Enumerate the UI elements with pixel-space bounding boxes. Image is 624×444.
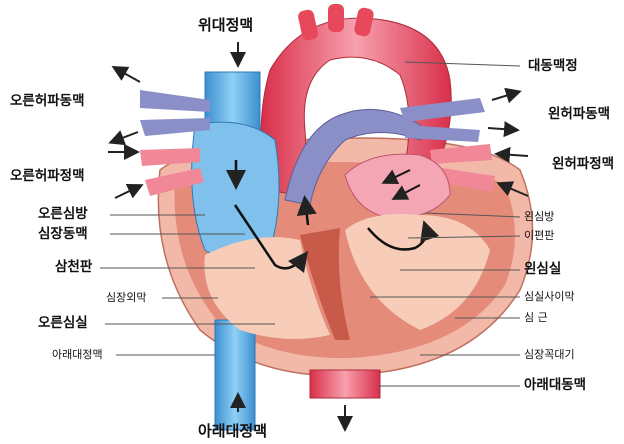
rpa-out-arrow-1 — [115, 68, 140, 82]
label-mitral-valve: 이편판 — [524, 230, 554, 241]
label-right-pulmonary-vein: 오른허파정맥 — [10, 170, 85, 184]
lpv-in-arrow-1 — [498, 154, 528, 156]
label-myocardium: 심 근 — [524, 312, 548, 323]
label-septum: 심실사이막 — [524, 291, 575, 302]
label-coronary-artery: 심장동맥 — [38, 228, 88, 242]
label-aorta-arch: 대동맥정 — [528, 60, 578, 74]
label-left-ventricle: 왼심실 — [524, 263, 561, 277]
right-pulm-artery-l — [140, 90, 210, 112]
inferior-vena-cava — [215, 320, 255, 430]
aorta-branch-2 — [328, 4, 344, 32]
lpa-out-arrow-1 — [492, 92, 518, 100]
label-left-pulmonary-artery: 왼허파동맥 — [548, 108, 610, 122]
label-left-atrium: 왼심방 — [524, 211, 554, 222]
descending-aorta — [310, 370, 380, 398]
lpa-out-arrow-2 — [488, 128, 516, 130]
label-top-superior-vena-cava: 위대정맥 — [198, 18, 253, 33]
label-apex: 심장꼭대기 — [524, 349, 575, 360]
label-pericardium: 심장외막 — [106, 292, 146, 303]
label-left-pulmonary-vein: 왼허파정맥 — [552, 158, 614, 172]
label-bottom-inferior-vena-cava: 아래대정맥 — [198, 424, 267, 439]
label-right-ventricle: 오른심실 — [38, 317, 88, 331]
label-right-pulmonary-artery: 오른허파동맥 — [10, 95, 85, 109]
rpv-in-arrow-2 — [115, 186, 140, 198]
label-descending-aorta: 아래대동맥 — [524, 379, 586, 393]
label-tricuspid-valve: 삼천판 — [55, 261, 92, 275]
rpa-out-arrow-2 — [112, 132, 138, 142]
label-inferior-vena-cava-left: 아래대정맥 — [52, 349, 103, 360]
label-right-atrium: 오른심방 — [38, 208, 88, 222]
